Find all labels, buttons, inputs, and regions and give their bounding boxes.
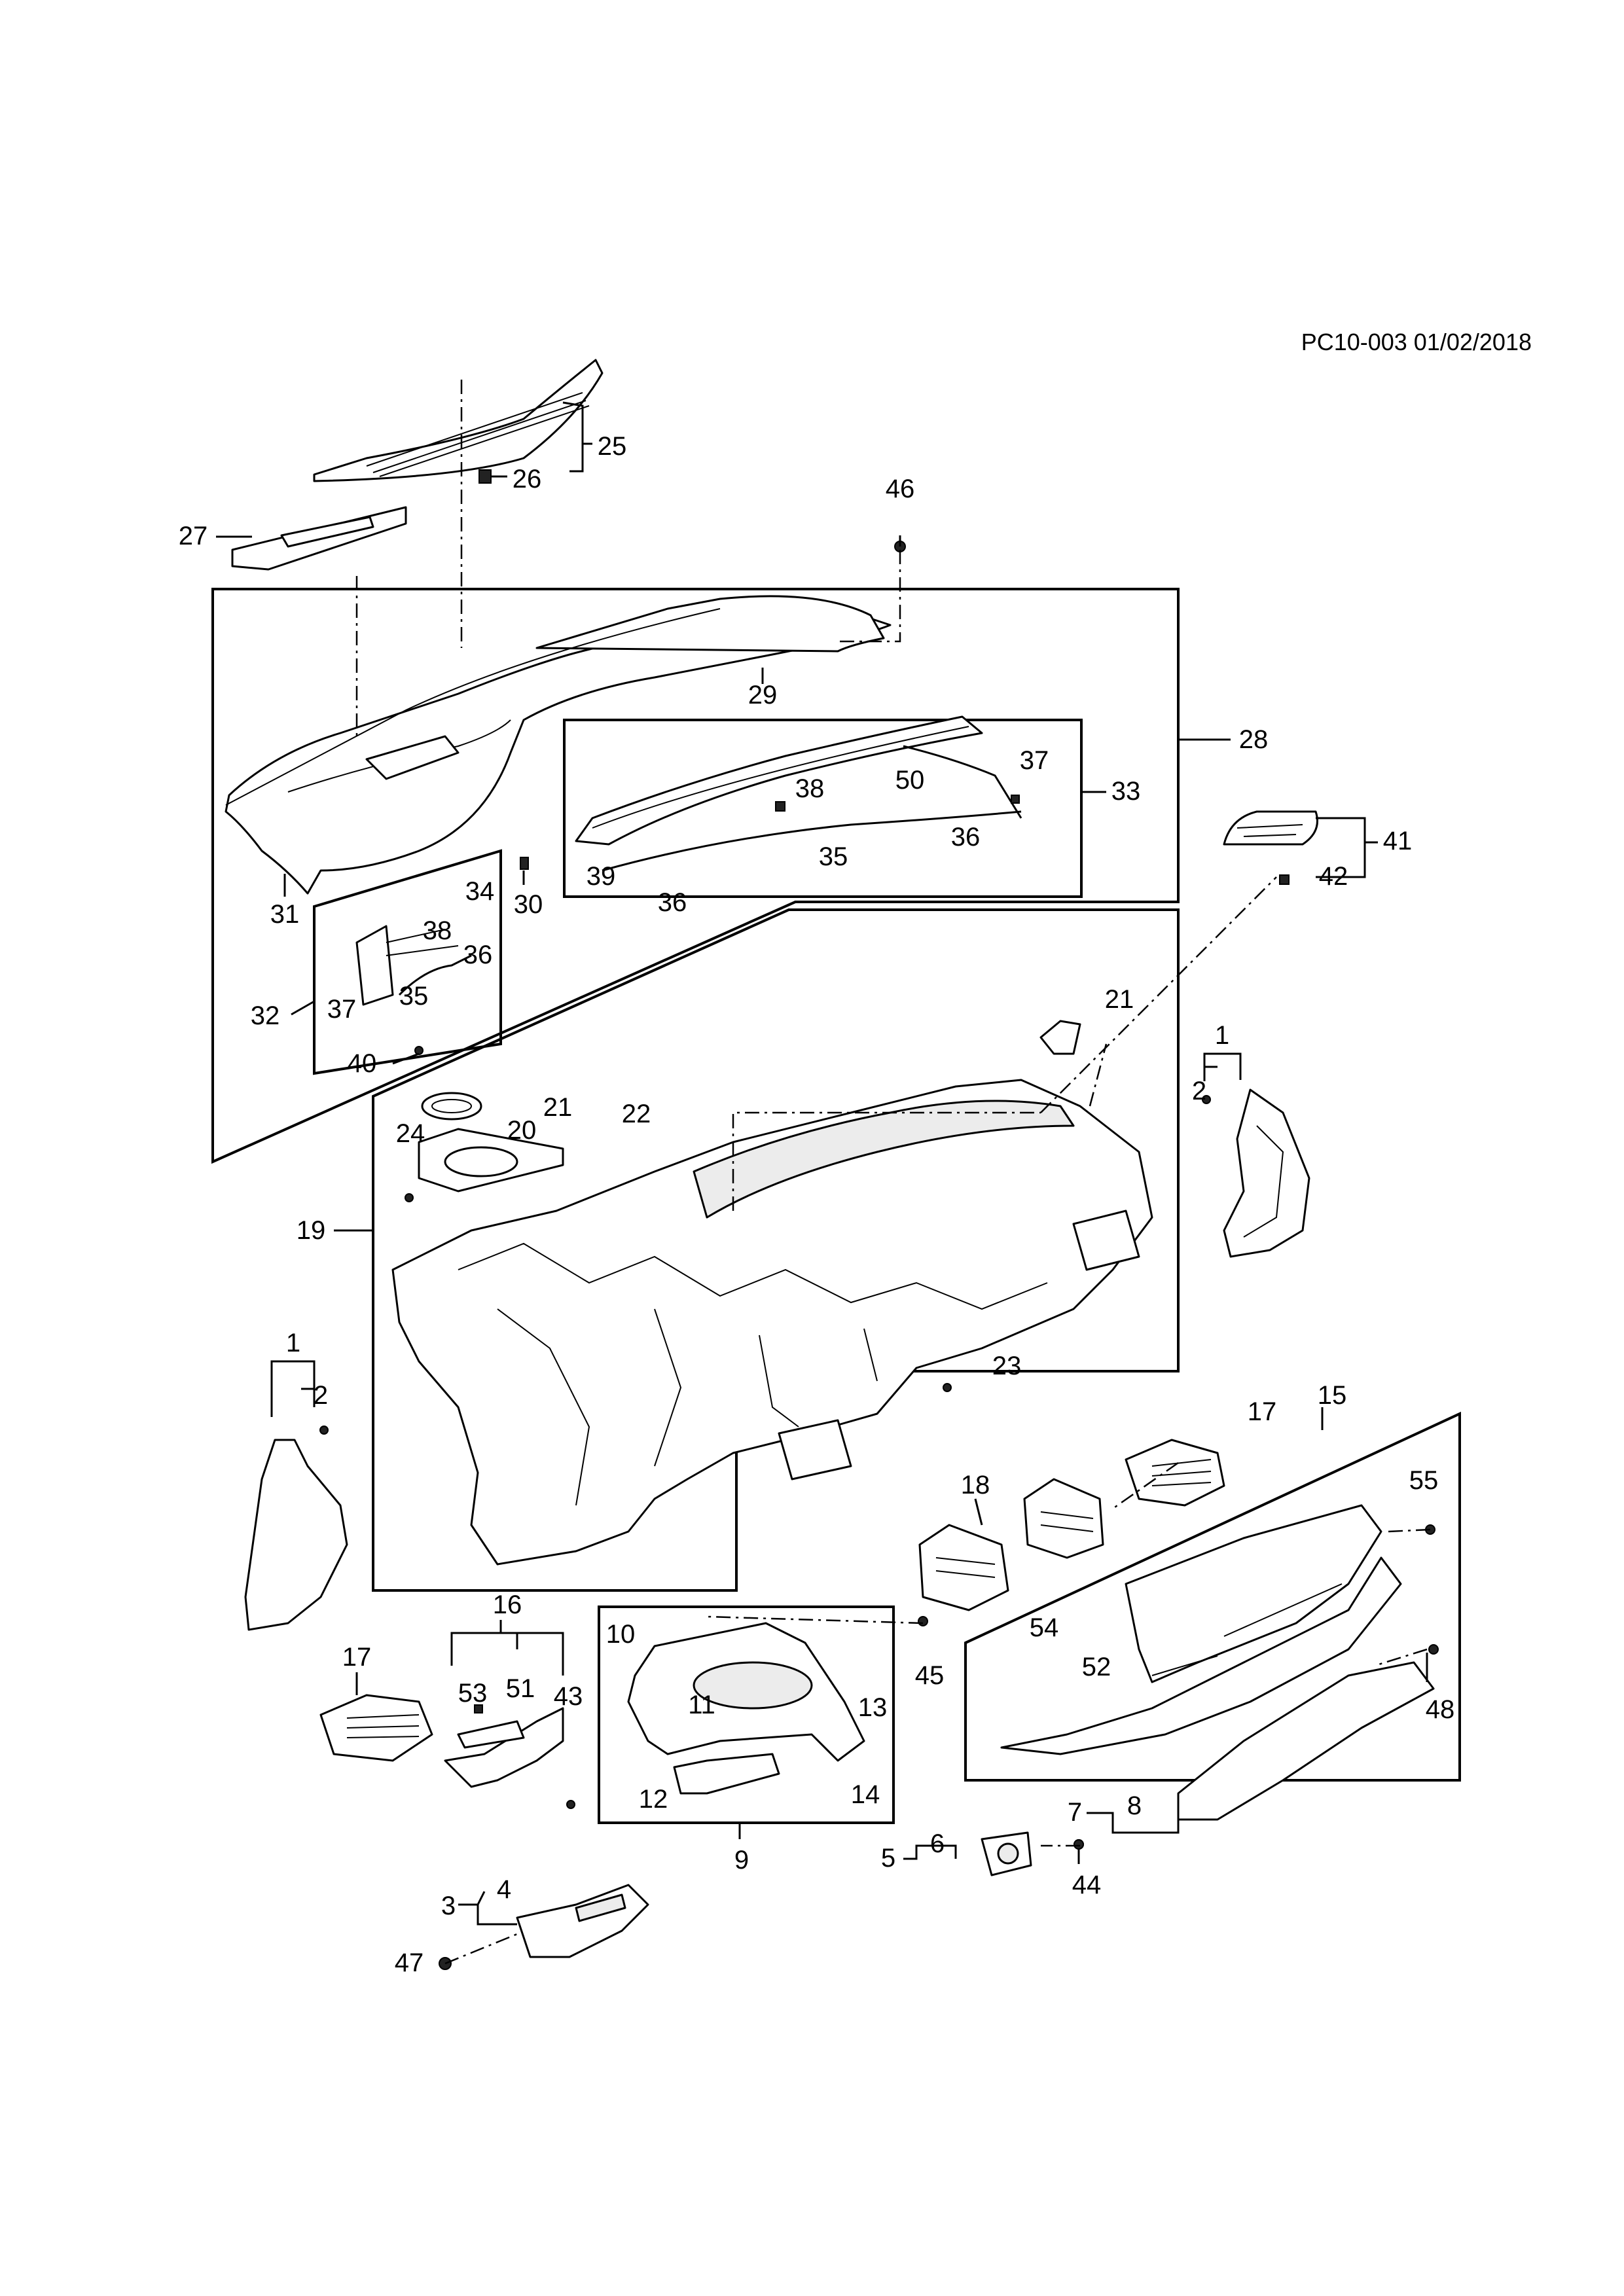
switch-bezel-part — [981, 1831, 1084, 1876]
callout-1: 1 — [286, 1329, 300, 1357]
glove-compartment-frame — [964, 1411, 1461, 1782]
callout-6: 6 — [930, 1829, 945, 1858]
callout-28: 28 — [1239, 725, 1269, 754]
right-end-cap-part — [1202, 1088, 1310, 1258]
callout-43: 43 — [554, 1682, 583, 1711]
callout-36: 36 — [658, 888, 687, 917]
callout-48: 48 — [1426, 1695, 1455, 1724]
lower-trim-part — [439, 1884, 649, 1970]
callout-41: 41 — [1383, 827, 1413, 855]
callout-15: 15 — [1318, 1381, 1347, 1410]
callout-35: 35 — [819, 842, 848, 871]
callout-3: 3 — [441, 1892, 456, 1920]
callout-46: 46 — [886, 475, 915, 503]
callout-2: 2 — [314, 1381, 328, 1410]
callout-23: 23 — [992, 1352, 1022, 1380]
callout-50: 50 — [895, 766, 925, 795]
knee-bolster-part — [627, 1622, 865, 1795]
callout-5: 5 — [881, 1844, 895, 1873]
defroster-duct-part — [575, 715, 1022, 872]
callout-26: 26 — [513, 465, 542, 493]
instrument-panel-upper-frame — [211, 588, 1180, 1164]
side-vent-housing-part — [405, 1020, 1081, 1202]
callout-13: 13 — [858, 1693, 888, 1722]
callout-44: 44 — [1072, 1871, 1102, 1899]
callout-14: 14 — [851, 1780, 880, 1809]
callout-17: 17 — [1248, 1397, 1277, 1426]
callout-29: 29 — [748, 681, 778, 709]
center-trim-part — [444, 1704, 575, 1809]
callout-37: 37 — [327, 995, 357, 1024]
callout-31: 31 — [270, 900, 300, 929]
callout-9: 9 — [734, 1846, 749, 1874]
fastener-23 — [943, 1383, 952, 1392]
callout-34: 34 — [465, 877, 495, 906]
assembly-lines — [355, 380, 1431, 1965]
center-vent-part — [1125, 1439, 1225, 1507]
callout-36: 36 — [463, 941, 493, 969]
defroster-duct-frame — [563, 719, 1083, 898]
instrument-panel-carrier-part — [391, 1079, 1153, 1566]
callout-52: 52 — [1082, 1653, 1111, 1681]
fastener-45 — [918, 1616, 928, 1626]
upper-trim-pad-part — [225, 595, 892, 895]
leader-lines — [216, 401, 1428, 1926]
callout-21: 21 — [1105, 985, 1134, 1014]
glove-compartment-part — [1000, 1504, 1402, 1755]
callout-51: 51 — [506, 1674, 535, 1703]
callout-10: 10 — [606, 1620, 636, 1649]
fastener-30 — [520, 857, 529, 870]
speaker-grille-part — [1223, 810, 1318, 885]
callout-11: 11 — [688, 1691, 715, 1719]
callout-54: 54 — [1030, 1613, 1059, 1642]
callout-17: 17 — [342, 1643, 372, 1672]
callout-27: 27 — [179, 522, 208, 550]
callout-39: 39 — [586, 862, 616, 891]
callout-20: 20 — [507, 1116, 537, 1145]
callout-35: 35 — [399, 982, 429, 1011]
callout-7: 7 — [1068, 1798, 1082, 1827]
callout-33: 33 — [1111, 777, 1141, 806]
callout-42: 42 — [1319, 862, 1348, 891]
side-vent-part — [918, 1478, 1104, 1611]
callout-37: 37 — [1020, 746, 1049, 775]
display-bezel-part — [231, 506, 407, 571]
callout-38: 38 — [795, 774, 825, 803]
callout-38: 38 — [423, 916, 452, 945]
callout-24: 24 — [396, 1119, 425, 1148]
callout-47: 47 — [395, 1948, 424, 1977]
callout-55: 55 — [1409, 1466, 1439, 1495]
callout-labels: 25 26 27 46 29 28 33 37 50 38 36 35 39 3… — [179, 432, 1455, 1977]
speaker-bracket-part — [355, 925, 472, 1055]
callout-36: 36 — [951, 823, 981, 852]
callout-40: 40 — [348, 1049, 377, 1078]
callout-16: 16 — [493, 1590, 522, 1619]
callout-30: 30 — [514, 890, 543, 919]
callout-22: 22 — [622, 1100, 651, 1128]
callout-32: 32 — [251, 1001, 280, 1030]
left-end-cap-part — [244, 1426, 348, 1631]
fastener-44 — [1074, 1839, 1084, 1850]
callout-12: 12 — [639, 1785, 668, 1814]
right-lower-trim-part — [1177, 1644, 1439, 1821]
knee-bolster-frame — [598, 1605, 895, 1824]
instrument-panel-carrier-frame — [372, 908, 1180, 1592]
callout-19: 19 — [297, 1216, 326, 1245]
center-vent-grille-part — [313, 359, 604, 484]
speaker-bracket-frame — [313, 849, 502, 1075]
callout-2: 2 — [1192, 1077, 1206, 1105]
callout-1: 1 — [1215, 1021, 1229, 1050]
document-code: PC10-003 01/02/2018 — [1301, 329, 1532, 355]
callout-45: 45 — [915, 1661, 945, 1690]
callout-4: 4 — [497, 1875, 511, 1904]
callout-21: 21 — [543, 1093, 573, 1122]
callout-18: 18 — [961, 1471, 990, 1499]
callout-53: 53 — [458, 1679, 488, 1708]
callout-8: 8 — [1127, 1791, 1142, 1820]
left-vent-part — [319, 1694, 433, 1762]
callout-25: 25 — [598, 432, 627, 461]
